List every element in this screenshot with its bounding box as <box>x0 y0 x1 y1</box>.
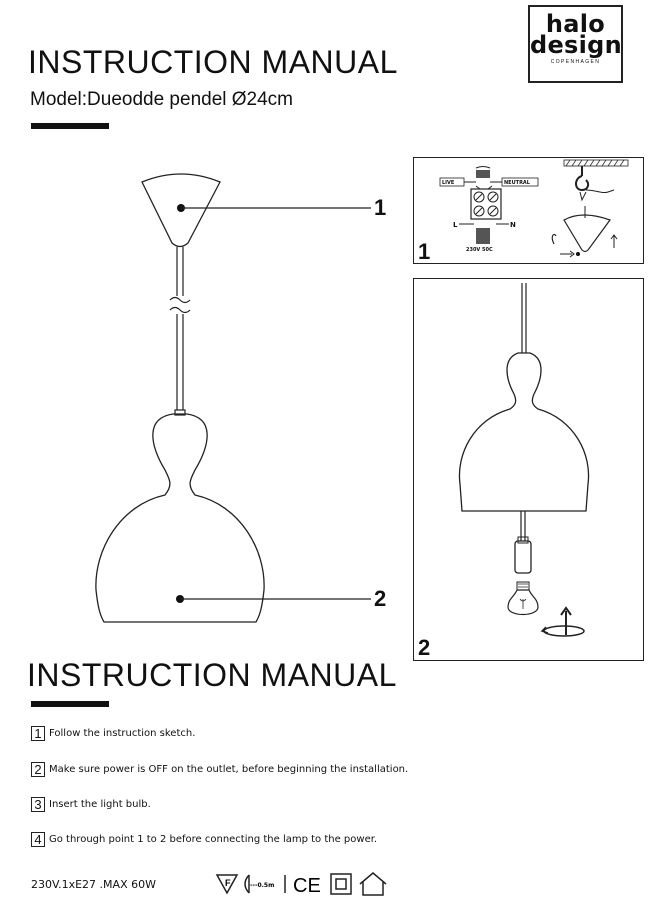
wire-neutral-label: NEUTRAL <box>504 180 530 186</box>
lamp-shade <box>95 413 265 623</box>
step-number: 3 <box>31 797 45 812</box>
logo-tagline: COPENHAGEN <box>550 59 601 65</box>
indoor-use-icon <box>359 872 387 896</box>
step-number: 4 <box>31 832 45 847</box>
instructions-underline <box>31 701 109 707</box>
callout-label-2: 2 <box>374 586 387 611</box>
step-number: 2 <box>31 762 45 777</box>
step-4: 4 Go through point 1 to 2 before connect… <box>31 832 377 847</box>
rotate-arrow <box>543 625 585 637</box>
panel-number-1: 1 <box>418 239 431 264</box>
panel-bulb: 2 <box>413 278 644 661</box>
ceiling-canopy <box>141 173 221 248</box>
page-title: INSTRUCTION MANUAL <box>28 44 398 80</box>
cord-break-mark <box>169 296 191 304</box>
canopy-small <box>563 214 611 253</box>
distance-text: ---0.5m <box>250 882 274 889</box>
wiring-diagram <box>439 159 629 258</box>
panel-number-2: 2 <box>418 635 431 660</box>
bulb-socket <box>514 540 532 574</box>
wire-live-label: LIVE <box>442 180 455 186</box>
bulb-base <box>516 581 530 591</box>
wire-l-label: L <box>453 221 458 229</box>
certification-symbols: F ---0.5m CE <box>215 872 387 897</box>
wire-n-label: N <box>510 221 516 229</box>
lamp-drawing <box>95 173 371 623</box>
step-2: 2 Make sure power is OFF on the outlet, … <box>31 762 408 777</box>
voltage-label: 230V 50C <box>466 247 493 253</box>
lamp-distance-icon <box>244 874 250 894</box>
step-text: Make sure power is OFF on the outlet, be… <box>49 764 409 775</box>
logo-design: design <box>530 31 623 59</box>
step-3: 3 Insert the light bulb. <box>31 797 151 812</box>
instructions-title: INSTRUCTION MANUAL <box>27 657 397 693</box>
terminal-block <box>470 188 502 220</box>
f-mark-text: F <box>225 878 231 888</box>
brand-logo: halo design COPENHAGEN <box>528 5 623 83</box>
step-text: Follow the instruction sketch. <box>49 728 196 739</box>
step-1: 1 Follow the instruction sketch. <box>31 726 195 741</box>
bulb-diagram <box>458 283 590 637</box>
electrical-specs: 230V.1xE27 .MAX 60W <box>31 878 156 891</box>
step-number: 1 <box>31 726 45 741</box>
panel-wiring: LIVE NEUTRAL L N 230V 50C 1 <box>413 157 644 264</box>
ceiling-hook <box>575 175 590 192</box>
step-text: Insert the light bulb. <box>49 799 151 810</box>
logo-halo: halo <box>545 10 606 38</box>
model-name: Model:Dueodde pendel Ø24cm <box>30 89 294 110</box>
lamp-shade-small <box>458 352 590 512</box>
title-underline <box>31 123 109 129</box>
callout-label-1: 1 <box>374 195 387 220</box>
class-ii-icon <box>330 873 352 895</box>
step-text: Go through point 1 to 2 before connectin… <box>49 834 378 845</box>
light-bulb <box>507 589 539 616</box>
f-mark-icon <box>215 874 239 895</box>
ce-mark-icon: CE <box>293 875 321 897</box>
